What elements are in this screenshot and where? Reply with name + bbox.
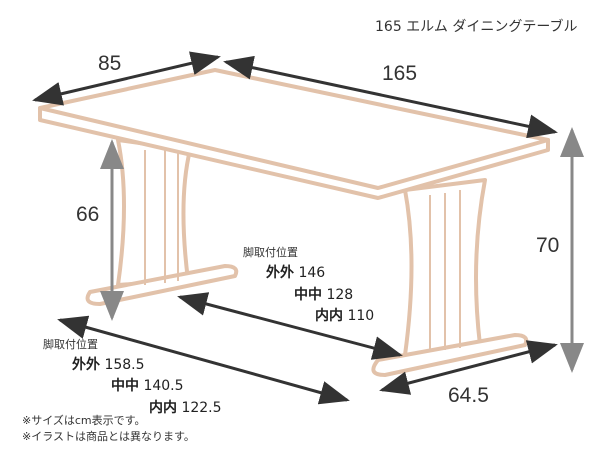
- row-key: 内内: [149, 400, 177, 416]
- width-arrow: [223, 55, 558, 139]
- row-key: 中中: [294, 287, 322, 303]
- upper-leg-position-arrow: [177, 292, 403, 360]
- left-leg: [116, 138, 192, 287]
- row-value: 146: [298, 265, 326, 281]
- note-illustration: ※イラストは商品とは異なります。: [22, 430, 195, 443]
- row-value: 110: [347, 308, 375, 324]
- leg-position-row: 外外 158.5: [72, 354, 145, 374]
- leg-position-row: 中中 128: [294, 284, 353, 304]
- leg-height-label: 66: [76, 203, 100, 226]
- leg-position-row: 内内 110: [315, 305, 374, 325]
- left-foot: [85, 264, 239, 306]
- row-value: 140.5: [143, 378, 184, 394]
- row-key: 外外: [72, 357, 100, 373]
- foot-length-arrow: [379, 340, 558, 395]
- leg-position-label: 脚取付位置: [43, 338, 98, 351]
- note-size-unit: ※サイズはcm表示です。: [22, 414, 146, 427]
- depth-arrow: [32, 51, 221, 106]
- leg-position-row: 内内 122.5: [149, 397, 222, 417]
- row-key: 内内: [315, 308, 343, 324]
- leg-position-label: 脚取付位置: [243, 246, 298, 259]
- depth-label: 85: [98, 52, 122, 75]
- row-key: 外外: [266, 265, 294, 281]
- lower-leg-position-arrow: [57, 315, 350, 405]
- row-value: 128: [326, 287, 354, 303]
- leg-position-row: 外外 146: [266, 262, 325, 282]
- leg-position-row: 中中 140.5: [111, 375, 184, 395]
- foot-length-label: 64.5: [448, 384, 489, 407]
- row-value: 122.5: [181, 400, 222, 416]
- width-label: 165: [382, 62, 418, 85]
- product-title: 165 エルム ダイニングテーブル: [375, 19, 578, 35]
- row-value: 158.5: [104, 357, 145, 373]
- height-label: 70: [536, 234, 560, 257]
- row-key: 中中: [111, 378, 139, 394]
